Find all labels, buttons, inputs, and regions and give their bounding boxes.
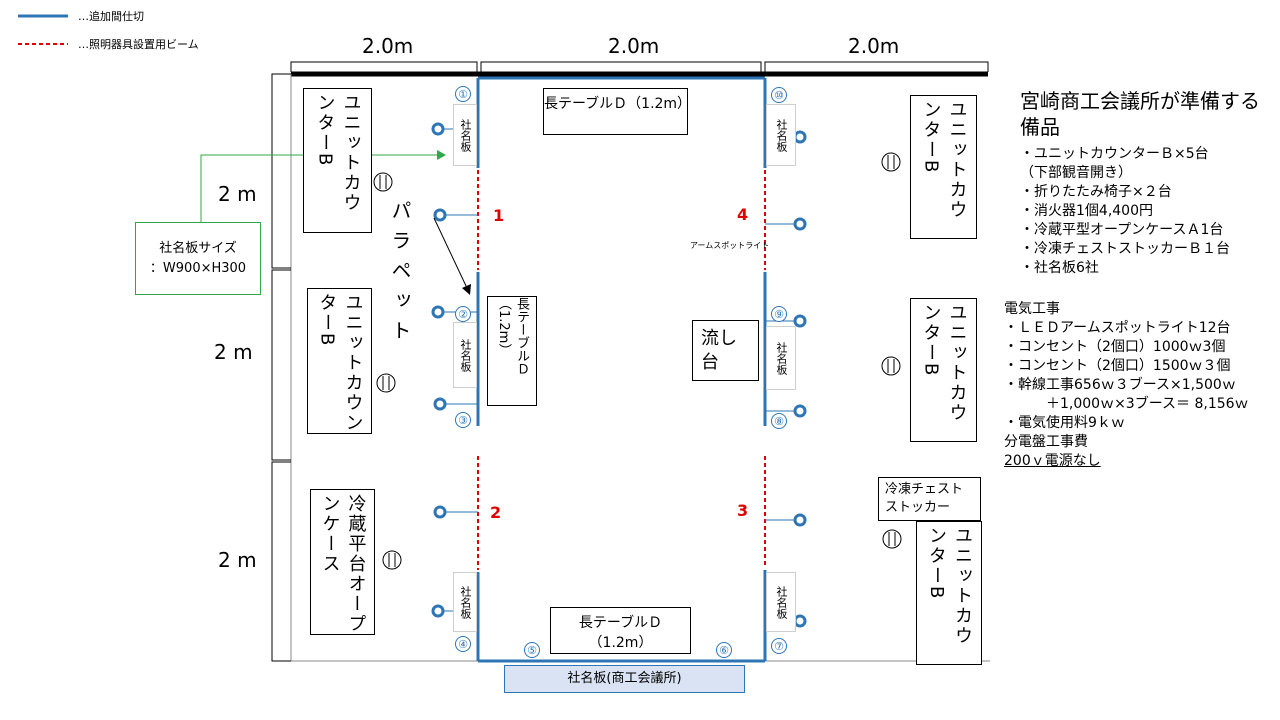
left-counter-top: ユニットカウンターB (303, 88, 372, 233)
dim-bracket-3 (764, 61, 989, 72)
outlet-icon (881, 356, 901, 376)
electric-item: ・コンセント（2個口）1000ｗ3個 (1004, 339, 1226, 355)
outlet-icon (373, 172, 393, 192)
right-counter-top: ユニットカウンターB (910, 95, 977, 239)
left-counter-mid: ユニットカウンターB (307, 288, 372, 434)
provided-item: ・ユニットカウンターＢ×5台 (1020, 146, 1209, 162)
name-plate-size-box: 社名板サイズ ：W900×H300 (135, 222, 261, 295)
width-dim-2: 2.0m (608, 34, 660, 58)
black-arrow-head (462, 284, 471, 295)
legend-beam-label: …照明器具設置用ビーム (78, 38, 199, 51)
black-arrow-line (433, 217, 468, 289)
name-plate-2: 社名板 (453, 322, 477, 388)
beam-number-4: 4 (737, 205, 749, 224)
name-plate-7: 社名板 (766, 572, 796, 632)
plate-number-10: ⑩ (771, 87, 787, 103)
electric-title: 電気工事 (1004, 301, 1060, 317)
name-plate-1: 社名板 (453, 104, 477, 166)
beam-number-3: 3 (737, 501, 749, 520)
right-counter-mid: ユニットカウンターB (910, 298, 977, 442)
outlet-icon (881, 152, 901, 172)
height-dim-1: 2 m (218, 182, 257, 206)
left-open-case: 冷蔵平台オープンケース (310, 489, 375, 635)
arm-spot-note: アームスポットライト (690, 241, 770, 250)
provided-title: 宮崎商工会議所が準備する備品 (1020, 89, 1260, 139)
center-sink: 流し台 (692, 320, 759, 381)
name-plate-10: 社名板 (766, 104, 796, 166)
bottom-name-plate: 社名板(商工会議所) (504, 665, 745, 693)
electric-item: ・幹線工事656ｗ３ブース×1,500ｗ (1004, 377, 1236, 393)
right-freezer-stocker: 冷凍チェストストッカー (878, 477, 981, 521)
width-dim-1: 2.0m (362, 34, 414, 58)
plate-number-2: ② (455, 306, 471, 322)
provided-item: （下部観音開き） (1020, 165, 1132, 181)
outlet-icons (373, 152, 902, 570)
electric-item: ・ＬＥＤアームスポットライト12台 (1004, 320, 1231, 336)
plate-number-3: ③ (455, 412, 471, 428)
outlet-icon (376, 373, 396, 393)
electric-no-200v: 200ｖ電源なし (1004, 453, 1101, 469)
center-table-left: 長テーブルＤ（1.2m） (487, 296, 537, 406)
center-table-top: 長テーブルＤ（1.2m） (543, 88, 691, 135)
name-plate-9: 社名板 (766, 326, 796, 390)
height-dim-3: 2 m (218, 548, 257, 572)
size-pointer-arrow (437, 150, 446, 160)
outlet-icon (382, 550, 402, 570)
plate-number-6: ⑥ (716, 642, 732, 658)
dim-bracket-2 (480, 61, 762, 72)
width-dim-3: 2.0m (848, 34, 900, 58)
plate-number-1: ① (455, 86, 471, 102)
provided-item: ・冷蔵平型オープンケースＡ1台 (1020, 222, 1224, 238)
beam-number-1: 1 (493, 206, 505, 225)
plate-number-8: ⑧ (771, 413, 787, 429)
electric-panel: 分電盤工事費 (1004, 434, 1088, 450)
plate-number-7: ⑦ (771, 638, 787, 654)
beam-number-2: 2 (490, 503, 502, 522)
provided-item: ・折りたたみ椅子×２台 (1020, 184, 1172, 200)
left-dim-3 (271, 461, 291, 662)
outlet-icon (882, 529, 902, 549)
name-plate-4: 社名板 (453, 572, 477, 632)
legend-partition-label: …追加間仕切 (78, 10, 144, 23)
dim-bracket-1 (290, 61, 478, 72)
electric-item: ・コンセント（2個口）1500ｗ３個 (1004, 358, 1231, 374)
electric-item: ＋1,000ｗ×3ブース＝ 8,156ｗ (1004, 396, 1249, 412)
provided-item: ・冷凍チェストストッカーＢ１台 (1020, 241, 1230, 257)
electric-item: ・電気使用料9ｋｗ (1004, 415, 1125, 431)
height-dim-2: 2 m (214, 340, 253, 364)
center-table-bottom: 長テーブルＤ（1.2m） (550, 607, 691, 654)
plate-number-4: ④ (455, 636, 471, 652)
provided-item: ・消火器1個4,400円 (1020, 203, 1153, 219)
left-dim-1 (271, 73, 291, 269)
provided-item: ・社名板6社 (1020, 260, 1099, 276)
plate-number-5: ⑤ (524, 642, 540, 658)
parapet-label: パラペット (388, 200, 412, 350)
plate-number-9: ⑨ (771, 306, 787, 322)
right-counter-bottom: ユニットカウンターB (916, 521, 982, 665)
left-dim-2 (271, 269, 291, 461)
